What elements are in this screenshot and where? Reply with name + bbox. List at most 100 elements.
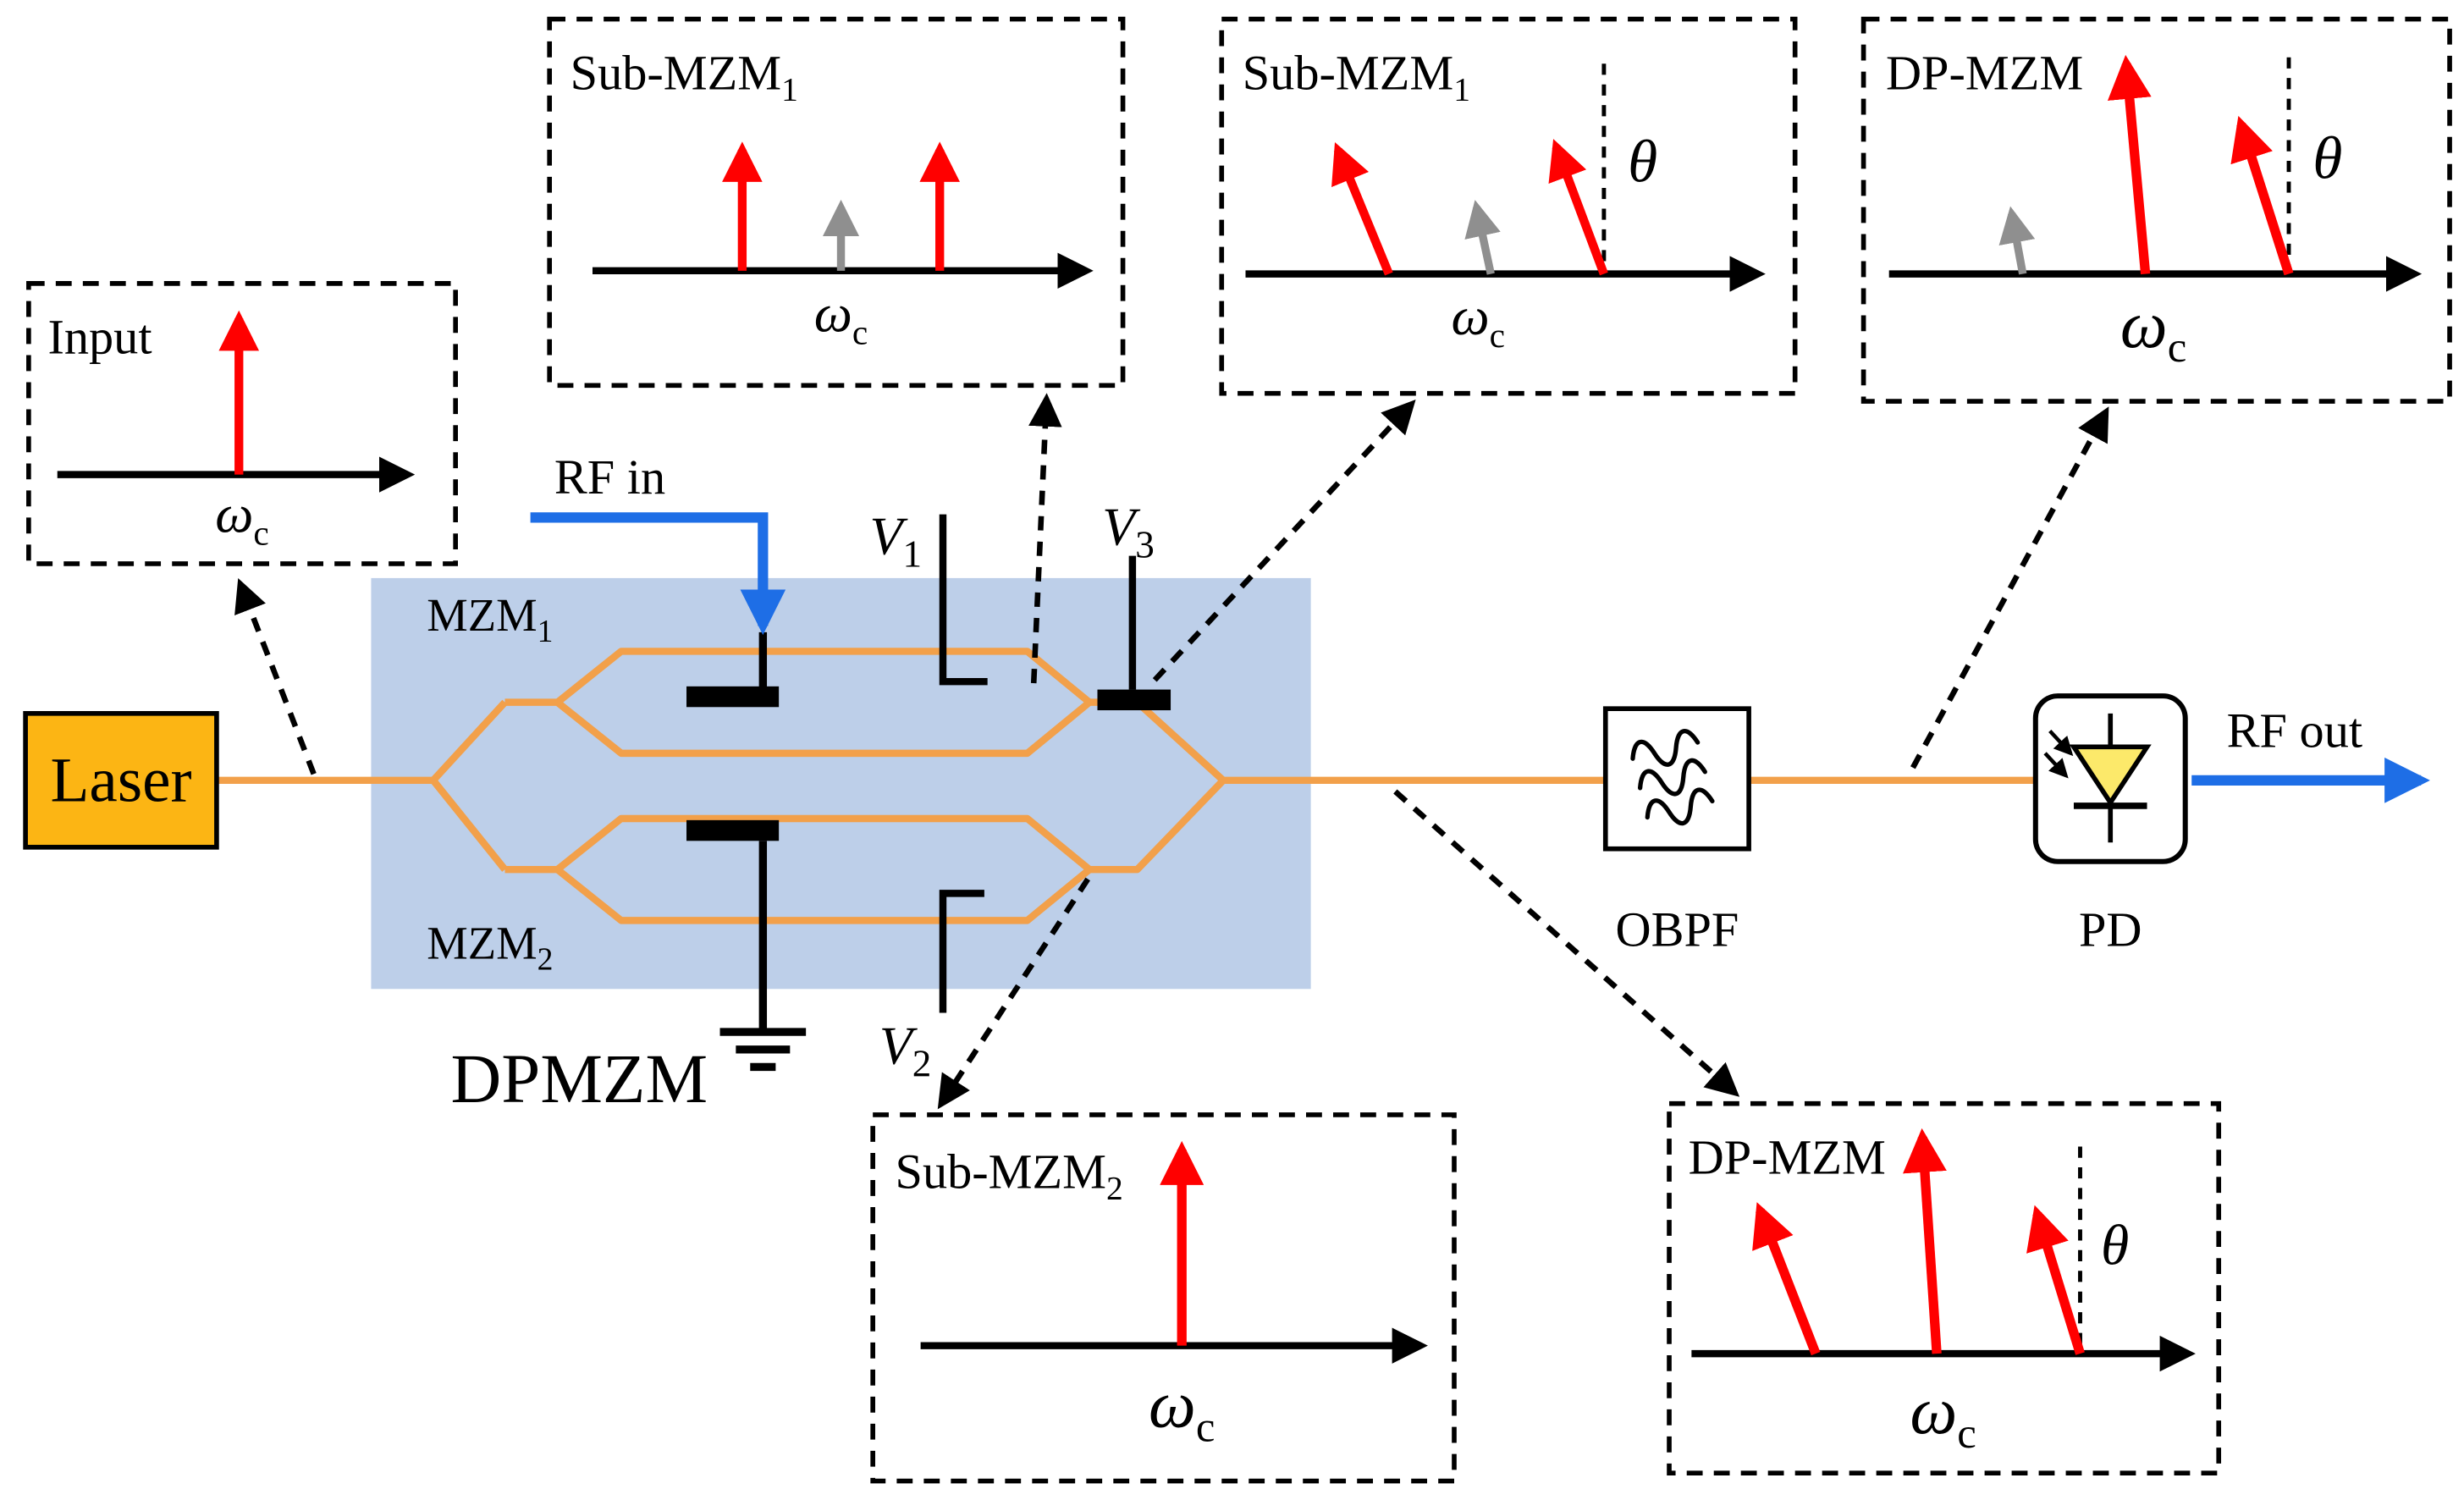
laser-label: Laser <box>50 745 191 815</box>
mzm2-lower-arm <box>554 866 1092 924</box>
connector-mzm1-to-spectrum <box>1028 393 1062 684</box>
phasor-arrow <box>1903 1128 1947 1354</box>
mzm2-label-base: MZM <box>427 918 537 969</box>
filter-wave-1 <box>1630 729 1701 767</box>
light-arrow-1 <box>2048 729 2074 757</box>
rf-out-label: RF out <box>2227 703 2362 758</box>
mzm1-label-base: MZM <box>427 589 537 641</box>
phasor-arrows <box>2107 54 2294 276</box>
title-sub: 1 <box>781 71 798 108</box>
v2-label-base: V <box>879 1016 918 1076</box>
laser-rect <box>23 710 219 850</box>
inset-sub-mzm1-spectrum: Sub-MZM1 ωc <box>547 16 1126 389</box>
inset-dp-mzm-top-title: DP-MZM <box>1886 45 2083 100</box>
dpmzm-label: DPMZM <box>451 1040 708 1117</box>
obpf-rect <box>1602 706 1751 852</box>
inset-input-title: Input <box>47 310 152 365</box>
inset-dp-mzm-bottom-title: DP-MZM <box>1689 1130 1886 1185</box>
v1-label-sub: 1 <box>902 533 922 576</box>
electrodes <box>686 514 1171 1072</box>
inset-input-border <box>26 281 458 566</box>
theta-label: θ <box>2101 1214 2129 1277</box>
inset-sub-mzm1-phasor: Sub-MZM1 θ ωc <box>1219 16 1798 396</box>
v2-label-sub: 2 <box>912 1043 932 1085</box>
mzm1-lower-arm <box>554 699 1092 758</box>
mzm1-label: MZM1 <box>427 589 553 649</box>
inset-dp-mzm-top-border <box>1860 16 2452 404</box>
connector-laser-to-input <box>234 578 317 775</box>
v1-label-base: V <box>869 506 908 566</box>
pd-block: PD <box>2032 693 2188 957</box>
mzm2-label: MZM2 <box>427 918 553 978</box>
omega-c-label: ωc <box>2120 289 2186 371</box>
phasor-arrow <box>2026 1205 2085 1355</box>
obpf-block: OBPF <box>1602 706 1751 957</box>
omega-sub: c <box>1196 1404 1215 1451</box>
filter-wave-icon <box>1630 729 1715 826</box>
rf-lines <box>530 512 2430 803</box>
rf-in-label: RF in <box>554 449 665 505</box>
v2-label: V2 <box>879 1016 932 1085</box>
sideband-arrows <box>722 141 961 271</box>
phasor-arrow <box>2230 115 2294 276</box>
inset-sub-mzm2-title: Sub-MZM2 <box>896 1144 1123 1206</box>
mzm1-electrode-bar <box>686 686 780 708</box>
mzm2-label-sub: 2 <box>537 942 554 978</box>
title-sub: 1 <box>1453 71 1470 108</box>
omega-sub: c <box>1490 316 1505 355</box>
laser-box: Laser <box>23 710 219 850</box>
omega-c-label: ωc <box>215 483 269 552</box>
phasor-arrow <box>1752 1202 1821 1356</box>
omega-c-label: ωc <box>1910 1375 1976 1457</box>
photodiode-triangle <box>2069 744 2152 808</box>
mzm2-electrode-bar <box>686 819 780 841</box>
inset-dp-mzm-bottom-border <box>1667 1100 2222 1476</box>
phasor-arrow <box>1331 142 1393 276</box>
omega-sub: c <box>852 312 868 351</box>
v3-electrode-bar <box>1097 689 1171 711</box>
inset-connectors <box>234 393 2109 1110</box>
obpf-label: OBPF <box>1615 902 1739 957</box>
rf-in-arrow <box>530 512 786 636</box>
light-arrow-2 <box>2043 752 2069 779</box>
inset-sub-mzm2-border <box>870 1112 1457 1484</box>
omega-symbol: ω <box>215 483 253 543</box>
omega-symbol: ω <box>1910 1375 1958 1448</box>
photodiode-icon <box>2043 713 2152 843</box>
omega-symbol: ω <box>1149 1369 1196 1442</box>
omega-symbol: ω <box>1451 286 1489 346</box>
inset-dp-mzm-phasor-bottom: DP-MZM θ ωc <box>1667 1100 2222 1476</box>
inset-input: Input ωc <box>26 281 458 566</box>
waveguide <box>216 648 2036 924</box>
v1-electrode <box>939 514 988 686</box>
filter-wave-2 <box>1637 758 1707 797</box>
omega-sub: c <box>2168 323 2187 371</box>
light-arrow-icon <box>2043 729 2074 779</box>
mzm1-label-sub: 1 <box>537 614 554 649</box>
connector-mzm2-to-spectrum <box>937 877 1090 1110</box>
theta-label: θ <box>2312 125 2342 192</box>
input-splitter <box>429 699 508 872</box>
omega-symbol: ω <box>2120 289 2168 362</box>
omega-sub: c <box>1957 1409 1976 1457</box>
v3-label-base: V <box>1102 496 1141 556</box>
suppressed-carrier <box>1998 206 2036 275</box>
v3-label-sub: 3 <box>1135 523 1155 565</box>
omega-c-label: ωc <box>1451 286 1505 355</box>
title-base: Sub-MZM <box>1243 45 1454 100</box>
omega-sub: c <box>253 513 268 552</box>
inset-sub-mzm1-phasor-title: Sub-MZM1 <box>1243 45 1470 108</box>
phasor-arrow <box>1548 139 1608 276</box>
carrier-arrow-gray <box>1998 206 2036 275</box>
v1-label: V1 <box>869 506 922 576</box>
carrier-arrow-gray <box>1464 200 1501 275</box>
omega-c-label: ωc <box>1149 1369 1215 1451</box>
v3-label: V3 <box>1102 496 1155 565</box>
phasor-arrow <box>2107 54 2152 275</box>
connector-obpf-to-phasor <box>1910 406 2109 769</box>
omega-c-label: ωc <box>814 283 868 351</box>
inset-dp-mzm-phasor-top: DP-MZM θ ωc <box>1860 16 2452 404</box>
inset-sub-mzm1-phasor-border <box>1219 16 1798 396</box>
